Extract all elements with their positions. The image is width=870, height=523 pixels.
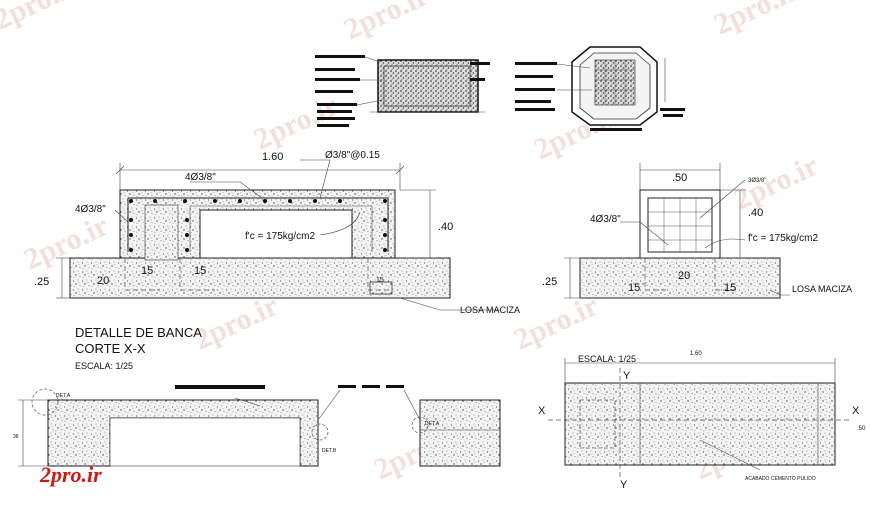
- watermark: 2pro.ir: [249, 89, 343, 156]
- right-section: .50 3Ø3/8" 4Ø3/8" .40 f'c = 175kg/cm2 .2…: [542, 163, 852, 299]
- side-bars-label: 4Ø3/8": [75, 204, 106, 215]
- detail-a-tag: DET.A: [425, 421, 440, 427]
- plan-width: 1.60: [690, 351, 702, 357]
- height-label: .40: [438, 221, 453, 233]
- top-bars-label: 3Ø3/8": [748, 178, 766, 184]
- height-label: .40: [748, 207, 763, 219]
- axis-y-bottom: Y: [620, 479, 628, 491]
- detail-title: DETALLE DE BANCA: [75, 325, 202, 340]
- plan-view: ESCALA: 1/25 1.60 .50 X X Y Y ACABADO CE…: [538, 351, 866, 491]
- plan-scale: ESCALA: 1/25: [578, 354, 636, 364]
- title-block: DETALLE DE BANCA CORTE X-X ESCALA: 1/25: [75, 325, 202, 371]
- watermark: 2pro.ir: [0, 0, 83, 36]
- slab-name: LOSA MACIZA: [792, 284, 852, 294]
- top-bars-label: 4Ø3/8": [185, 172, 216, 183]
- section-title: CORTE X-X: [75, 341, 146, 356]
- concrete-label: f'c = 175kg/cm2: [748, 233, 818, 244]
- side-bars-label: 4Ø3/8": [590, 214, 621, 225]
- dim-20: 20: [97, 275, 109, 287]
- elevation-height: 38: [13, 434, 19, 440]
- watermark: 2pro.ir: [729, 149, 823, 216]
- site-logo: 2pro.ir: [40, 462, 102, 487]
- width-label: .50: [672, 172, 687, 184]
- watermark: 2pro.ir: [509, 289, 603, 356]
- concrete-label: f'c = 175kg/cm2: [245, 231, 315, 242]
- elevation-view: 38 DET.A DET.B DET.A: [13, 385, 501, 467]
- axis-x-left: X: [538, 405, 546, 417]
- dim-15: 15: [194, 265, 206, 277]
- watermark: 2pro.ir: [339, 0, 433, 46]
- scale-label: ESCALA: 1/25: [75, 361, 133, 371]
- slab-name: LOSA MACIZA: [460, 305, 520, 315]
- left-section: 1.60 Ø3/8"@0.15 4Ø3/8" 4Ø3/8" f'c = 175k…: [34, 150, 520, 315]
- dim-15: 15: [376, 277, 384, 284]
- finish-note: ACABADO CEMENTO PULIDO: [745, 476, 816, 482]
- top-detail-b: [515, 46, 685, 131]
- watermark: 2pro.ir: [709, 0, 803, 41]
- plan-depth: .50: [857, 426, 866, 432]
- dim-20: 20: [678, 270, 690, 282]
- slab-left: [69, 257, 451, 299]
- slab-thickness-label: .25: [542, 276, 557, 288]
- dim-15: 15: [724, 282, 736, 294]
- width-label: 1.60: [262, 151, 283, 163]
- top-detail-a: [315, 55, 490, 127]
- axis-y-top: Y: [623, 370, 631, 382]
- axis-x-right: X: [852, 405, 860, 417]
- dim-15: 15: [141, 265, 153, 277]
- detail-b-tag: DET.B: [322, 448, 337, 454]
- stirrup-label: Ø3/8"@0.15: [325, 150, 380, 161]
- slab-thickness-label: .25: [34, 276, 49, 288]
- watermark: 2pro.ir: [189, 289, 283, 356]
- detail-a-tag: DET.A: [56, 393, 71, 399]
- dim-15: 15: [628, 282, 640, 294]
